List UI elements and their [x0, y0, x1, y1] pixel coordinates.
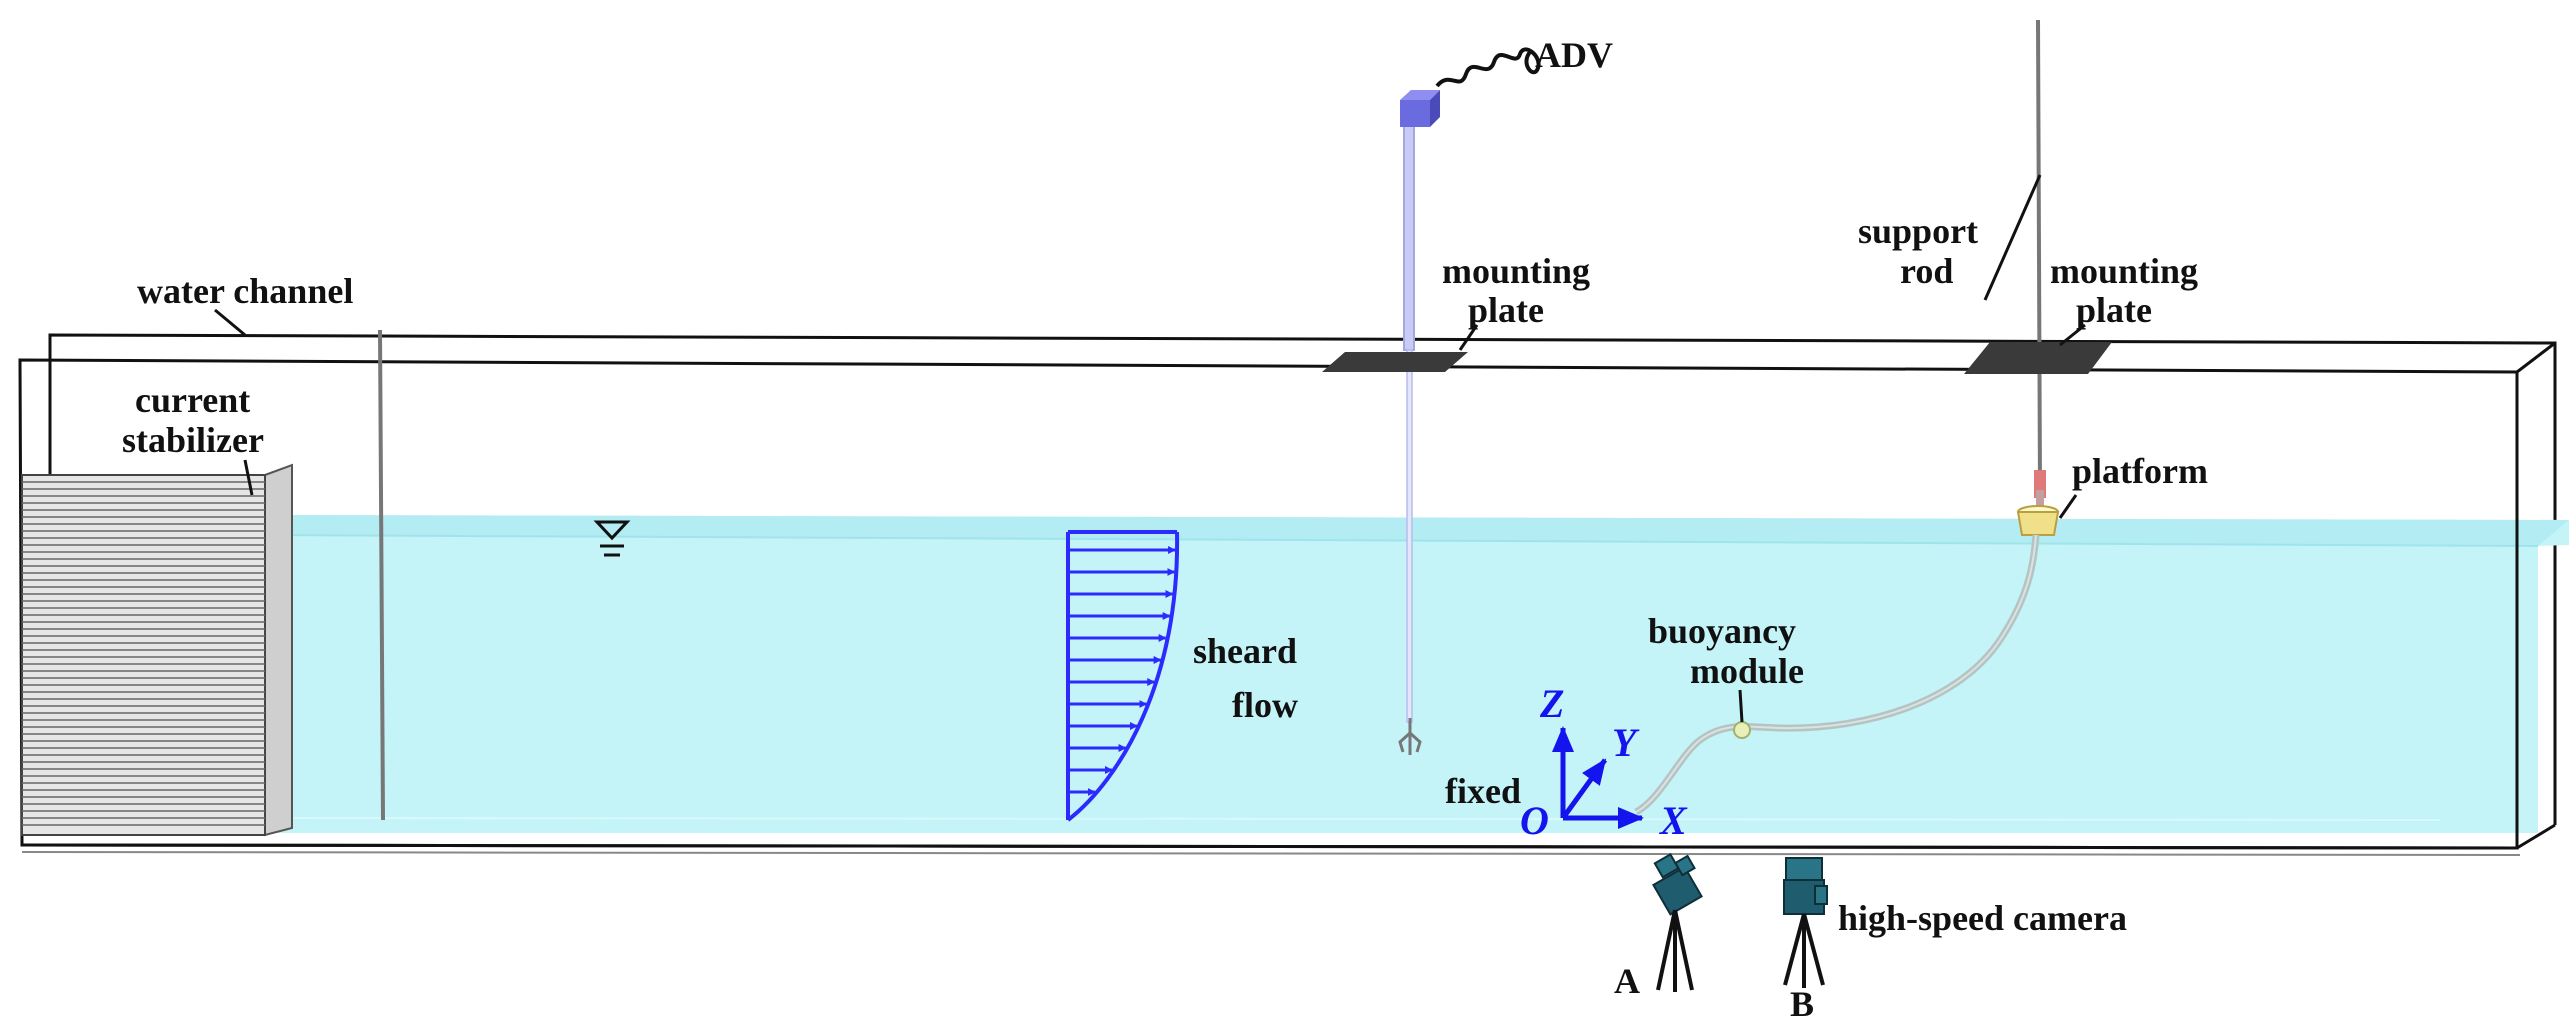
adv-instrument — [1398, 47, 1541, 755]
adv-cable-icon — [1435, 47, 1541, 88]
leader-lines — [214, 174, 2086, 723]
current-stabilizer — [21, 463, 293, 837]
camera-a-tripod — [1656, 909, 1694, 992]
support-rod-assembly — [1964, 19, 2112, 512]
adv-sensor-icon — [1398, 718, 1422, 755]
mounting-plate-1 — [1322, 352, 1468, 372]
high-speed-camera-label: high-speed camera — [1838, 898, 2127, 938]
sheard-flow-label: sheard flow — [1193, 631, 1306, 725]
camera-b-tripod — [1783, 913, 1825, 988]
water-volume — [261, 515, 2569, 833]
coordinate-axes: Z Y X O — [1520, 681, 1688, 843]
buoyancy-module-label: buoyancy module — [1648, 611, 1805, 691]
z-axis-label: Z — [1539, 681, 1564, 726]
camera-icon — [1652, 852, 1703, 916]
water-level-icon — [593, 520, 631, 557]
current-stabilizer-label: current stabilizer — [122, 380, 264, 460]
mounting-plate-1-label: mounting plate — [1442, 251, 1599, 330]
x-axis-label: X — [1658, 798, 1688, 843]
camera-icon — [1783, 857, 1828, 915]
y-axis-label: Y — [1612, 720, 1640, 765]
mounting-plate-2-label: mounting plate — [2050, 251, 2207, 330]
channel-inlet-rod — [378, 329, 385, 821]
camera-a-label: A — [1614, 961, 1640, 1001]
platform-label: platform — [2072, 451, 2208, 491]
buoyancy-module — [1733, 721, 1751, 739]
camera-b-label: B — [1790, 984, 1814, 1024]
platform — [2016, 505, 2060, 536]
adv-probe-head — [1400, 100, 1430, 127]
fixed-label: fixed — [1445, 771, 1521, 811]
origin-label: O — [1520, 798, 1549, 843]
mounting-plate-2 — [1964, 342, 2112, 374]
water-channel-label: water channel — [137, 271, 353, 311]
support-rod-label: support rod — [1858, 211, 1987, 291]
y-axis — [1560, 758, 1608, 820]
adv-label: ADV — [1535, 35, 1613, 75]
sheared-flow-profile — [1066, 530, 1180, 822]
